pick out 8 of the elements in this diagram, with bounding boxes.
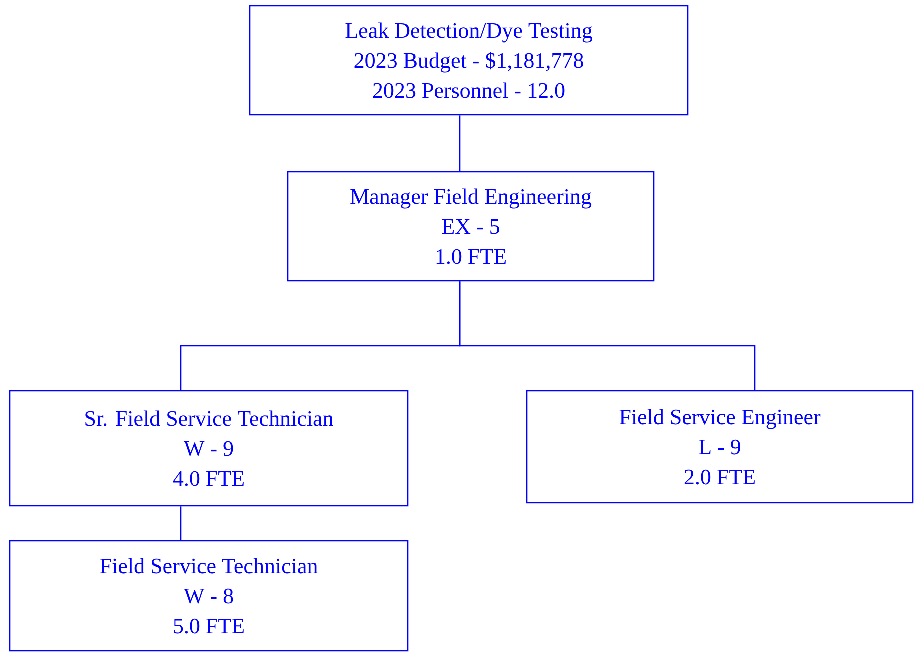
org-box: Manager Field Engineering EX - 5 1.0 FTE [287,171,655,282]
org-box: Sr. Field Service Technician W - 9 4.0 FTE [9,390,409,507]
connector-line [459,116,461,172]
connector-line [180,506,182,540]
connector-line [459,282,756,390]
org-box: Leak Detection/Dye Testing 2023 Budget - $1,181,778 2023 Personnel - 12.0 [249,5,689,116]
org-box: Field Service Technician W - 8 5.0 FTE [9,540,409,652]
org-box: Field Service Engineer L - 9 2.0 FTE [526,390,914,504]
